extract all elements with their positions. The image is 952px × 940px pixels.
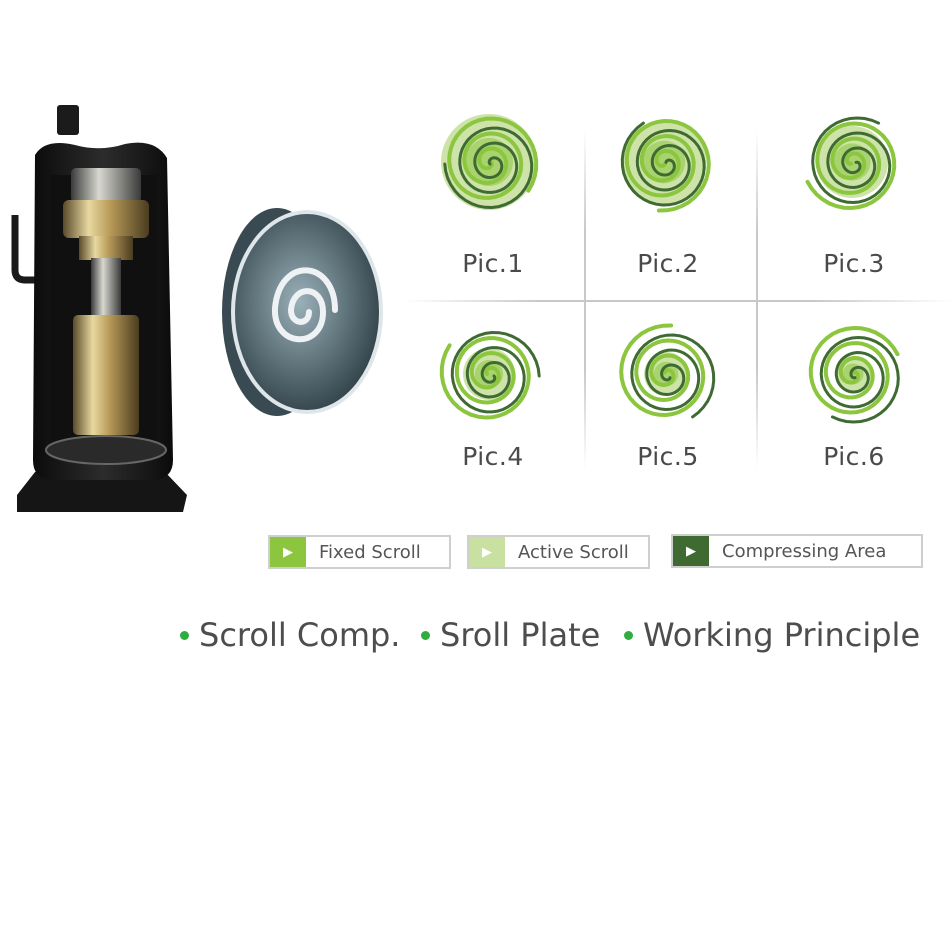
- scroll-plate-image: [222, 208, 383, 416]
- legend-active-scroll: ▶ Active Scroll: [467, 535, 650, 569]
- legend-fixed-scroll: ▶ Fixed Scroll: [268, 535, 451, 569]
- play-icon: ▶: [270, 537, 306, 567]
- bullet-dot: [180, 630, 189, 640]
- pic-label-2: Pic.2: [637, 249, 699, 278]
- scroll-compressor-image: [11, 105, 187, 512]
- pic-label-4: Pic.4: [462, 442, 524, 471]
- caption-scroll-comp: Scroll Comp.: [180, 616, 400, 654]
- legend-label: Active Scroll: [518, 541, 629, 563]
- legend-compressing-area: ▶ Compressing Area: [671, 534, 923, 568]
- play-icon: ▶: [469, 537, 505, 567]
- pic-label-6: Pic.6: [823, 442, 885, 471]
- legend-label: Compressing Area: [722, 540, 887, 562]
- grid-vertical-line-2: [756, 130, 758, 470]
- bullet-dot: [624, 630, 633, 640]
- pic-label-5: Pic.5: [637, 442, 699, 471]
- caption-working-principle: Working Principle: [624, 616, 920, 654]
- caption-scroll-plate: Sroll Plate: [421, 616, 600, 654]
- pic-label-1: Pic.1: [462, 249, 524, 278]
- grid-vertical-line-1: [584, 130, 586, 470]
- play-icon: ▶: [673, 536, 709, 566]
- legend-label: Fixed Scroll: [319, 541, 421, 563]
- pic-label-3: Pic.3: [823, 249, 885, 278]
- bullet-dot: [421, 630, 430, 640]
- grid-horizontal-line: [405, 300, 952, 302]
